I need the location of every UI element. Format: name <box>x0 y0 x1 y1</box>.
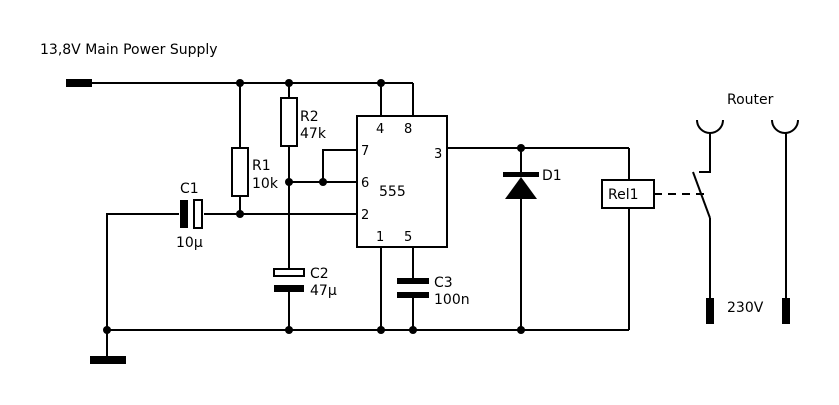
pin2-label: 2 <box>361 208 369 223</box>
pin7-wire <box>322 149 357 182</box>
junction-dot <box>103 326 111 334</box>
c1-ref: C1 <box>180 181 199 197</box>
switch-blade <box>692 171 711 219</box>
pin6-label: 6 <box>361 176 369 191</box>
junction-dot <box>319 178 327 186</box>
r2-resistor <box>280 97 298 147</box>
junction-dot <box>409 326 417 334</box>
ic-555-body <box>356 115 448 248</box>
mains-terminal-right <box>782 298 790 324</box>
pin8-label: 8 <box>404 122 412 137</box>
r1-value: 10k <box>252 176 279 192</box>
c1-plate-solid <box>180 200 188 228</box>
c3-plate-bottom <box>397 292 429 298</box>
pin1-label: 1 <box>376 230 384 245</box>
power-terminal <box>66 79 92 87</box>
junction-dot <box>377 326 385 334</box>
c1-value: 10µ <box>176 235 203 251</box>
r1-resistor <box>231 147 249 197</box>
c3-ref: C3 <box>434 275 453 291</box>
junction-dot <box>236 79 244 87</box>
c3-value: 100n <box>434 292 470 308</box>
c1-plate-hollow <box>193 199 203 229</box>
switch-top-wire <box>699 133 711 173</box>
c2-value: 47µ <box>310 283 337 299</box>
router-socket-left <box>696 119 724 134</box>
c2-plate-solid <box>274 285 304 292</box>
pin4-label: 4 <box>376 122 384 137</box>
junction-dot <box>517 144 525 152</box>
junction-dot <box>285 326 293 334</box>
ic-555-label: 555 <box>379 184 406 200</box>
pin3-label: 3 <box>434 147 442 162</box>
ground-terminal <box>90 356 126 364</box>
router-label: Router <box>727 92 774 108</box>
r1-ref: R1 <box>252 158 271 174</box>
mains-terminal-left <box>706 298 714 324</box>
d1-ref: D1 <box>542 168 562 184</box>
c2-ref: C2 <box>310 266 329 282</box>
power-supply-label: 13,8V Main Power Supply <box>40 42 218 58</box>
pin7-label: 7 <box>361 144 369 159</box>
d1-cathode-bar <box>503 172 539 177</box>
d1-triangle <box>505 177 537 199</box>
junction-dot <box>236 210 244 218</box>
junction-dot <box>517 326 525 334</box>
pin5-label: 5 <box>404 230 412 245</box>
relay-ref: Rel1 <box>608 187 639 203</box>
c2-plate-hollow <box>273 268 305 277</box>
left-input-wire <box>106 213 179 330</box>
r2-ref: R2 <box>300 109 319 125</box>
junction-dots <box>103 79 525 334</box>
r2-value: 47k <box>300 126 327 142</box>
junction-dot <box>285 178 293 186</box>
router-socket-right <box>771 119 799 134</box>
c3-plate-top <box>397 278 429 284</box>
junction-dot <box>377 79 385 87</box>
mains-label: 230V <box>727 300 764 316</box>
junction-dot <box>285 79 293 87</box>
